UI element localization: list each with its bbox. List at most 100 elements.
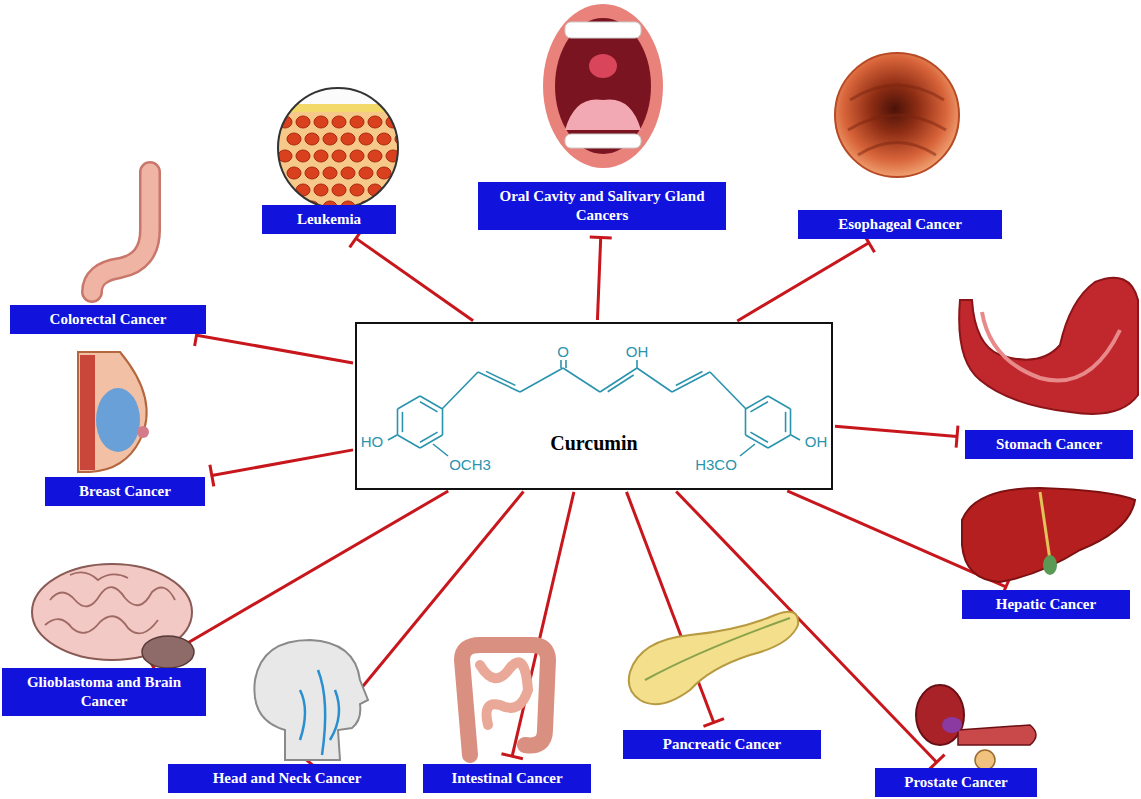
connector-line — [737, 243, 869, 321]
connector-line — [835, 426, 957, 436]
connector-line — [676, 491, 936, 762]
bond-line — [785, 412, 787, 432]
marrow-cell — [341, 167, 355, 179]
marrow-cell — [305, 133, 319, 145]
head-neck-picture — [254, 640, 368, 760]
cancer-label-box: Colorectal Cancer — [10, 305, 206, 334]
cancer-label-box: Hepatic Cancer — [962, 590, 1130, 619]
cancer-name: Stomach Cancer — [996, 435, 1102, 454]
esophagus-picture — [835, 53, 959, 177]
bond-line — [791, 435, 800, 440]
marrow-cell — [296, 184, 310, 196]
compound-box: Curcumin — [355, 322, 833, 490]
marrow-cell — [314, 150, 328, 162]
cancer-name: Leukemia — [297, 210, 361, 229]
marrow-cell — [395, 167, 409, 179]
marrow-cell — [395, 201, 409, 213]
bond-line — [790, 409, 792, 435]
bond-line — [672, 372, 710, 392]
bond-line — [420, 435, 443, 448]
cancer-name: Pancreatic Cancer — [663, 735, 781, 754]
marrow-cell — [314, 116, 328, 128]
marrow-cell — [377, 167, 391, 179]
marrow-cell — [350, 116, 364, 128]
cancer-label-box: Stomach Cancer — [965, 430, 1133, 459]
bond-line — [520, 368, 563, 392]
bond-line — [420, 402, 438, 412]
inhibition-connector — [590, 237, 612, 320]
bond-line — [397, 396, 420, 409]
cancer-name: Intestinal Cancer — [451, 769, 562, 788]
marrow-cell — [287, 133, 301, 145]
cancer-label-box: Pancreatic Cancer — [623, 730, 821, 759]
bond-line — [420, 432, 438, 442]
inhibition-bar — [703, 719, 724, 727]
bone-marrow-picture — [270, 80, 410, 220]
bond-line — [442, 409, 444, 435]
cancer-label-box: Head and Neck Cancer — [168, 764, 406, 793]
cancer-name: Head and Neck Cancer — [213, 769, 362, 788]
marrow-cell — [350, 184, 364, 196]
marrow-cell — [287, 167, 301, 179]
cancer-label-box: Prostate Cancer — [875, 768, 1037, 797]
cancer-name: Oral Cavity and Salivary Gland Cancers — [486, 187, 718, 225]
cancer-label-box: Glioblastoma and Brain Cancer — [2, 668, 206, 716]
bond-line — [710, 372, 746, 409]
bond-line — [478, 372, 520, 392]
marrow-cell — [296, 150, 310, 162]
marrow-cell — [359, 133, 373, 145]
connector-line — [212, 450, 353, 476]
bond-line — [768, 435, 791, 448]
inhibition-connector — [210, 450, 353, 487]
bond-line — [563, 368, 600, 392]
cancer-label-box: Breast Cancer — [45, 477, 205, 506]
bond-line — [600, 368, 637, 392]
marrow-cell — [359, 167, 373, 179]
colon-picture — [92, 172, 150, 292]
atom-label: O — [556, 344, 570, 359]
cancer-name: Prostate Cancer — [904, 773, 1007, 792]
marrow-cell — [350, 150, 364, 162]
brain-picture — [32, 564, 194, 668]
atom-label: HO — [360, 434, 385, 449]
inhibition-bar — [590, 236, 612, 240]
cancer-label-box: Oral Cavity and Salivary Gland Cancers — [478, 182, 726, 230]
connector-line — [597, 237, 600, 320]
bond-line — [397, 409, 399, 435]
bond-line — [637, 368, 672, 392]
bond-line — [740, 444, 755, 456]
liver-picture — [962, 488, 1135, 582]
inhibition-connector — [350, 229, 473, 320]
marrow-cell — [377, 133, 391, 145]
bond-line — [750, 432, 768, 442]
pancreas-picture — [629, 612, 798, 705]
inhibition-connector — [195, 324, 353, 363]
stomach-picture — [959, 278, 1138, 414]
bond-line — [420, 396, 443, 409]
inhibition-connector — [835, 426, 958, 448]
marrow-cell — [323, 167, 337, 179]
bond-line — [676, 371, 703, 385]
atom-label: OH — [804, 434, 829, 449]
bond-line — [433, 444, 448, 456]
marrow-cell — [386, 184, 400, 196]
connector-line — [356, 238, 473, 320]
bond-line — [402, 412, 404, 432]
bond-line — [636, 360, 638, 368]
bond-line — [388, 435, 397, 440]
bond-line — [745, 409, 747, 435]
atom-label: OH — [625, 344, 650, 359]
marrow-cell — [368, 116, 382, 128]
connector-line — [197, 335, 354, 363]
cancer-label-box: Intestinal Cancer — [423, 764, 591, 793]
cancer-name: Colorectal Cancer — [50, 310, 167, 329]
cancer-name: Glioblastoma and Brain Cancer — [10, 673, 198, 711]
compound-name: Curcumin — [357, 432, 831, 455]
marrow-cell — [341, 133, 355, 145]
inhibition-bar — [501, 754, 522, 759]
bond-line — [768, 396, 791, 409]
marrow-cell — [296, 116, 310, 128]
bond-line — [745, 435, 768, 448]
bond-line — [560, 360, 562, 368]
bond-line — [442, 372, 478, 409]
